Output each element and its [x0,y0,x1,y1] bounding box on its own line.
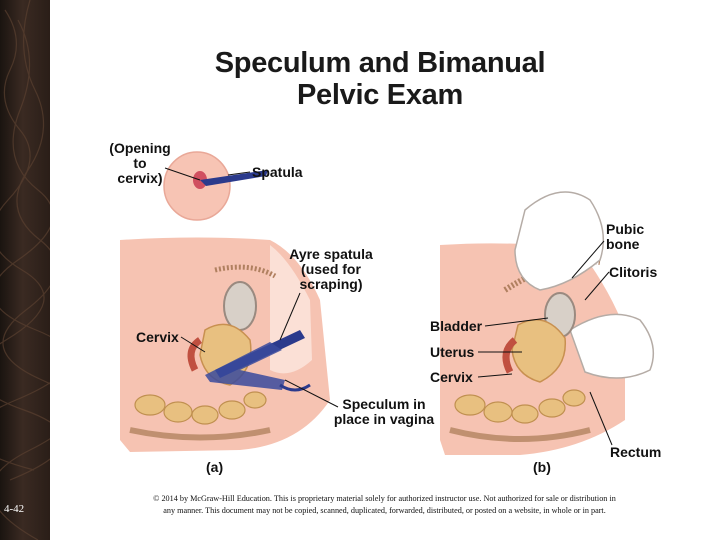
side-bar: 4-42 [0,0,50,540]
label-rectum: Rectum [610,444,662,460]
label-speculum: Speculum in place in vagina [330,397,438,427]
copyright-footer: © 2014 by McGraw-Hill Education. This is… [112,493,657,517]
label-speculum-line-2: place in vagina [333,411,435,427]
title-line-2: Pelvic Exam [297,79,463,111]
examiner-hand-lower-icon [569,313,655,379]
label-ayre-spatula: Ayre spatula (used for scraping) [282,247,380,292]
leader-lines [164,167,613,446]
label-spatula: Spatula [252,164,303,180]
panel-a-diagram [120,237,330,452]
label-uterus: Uterus [430,344,475,360]
label-ayre-line-2: (used for [301,261,361,277]
label-cervix-a: Cervix [136,329,179,345]
label-speculum-line-1: Speculum in [342,396,426,412]
panel-b-diagram [440,191,655,455]
examiner-hand-upper-icon [514,191,605,291]
label-opening-line-2: to [133,155,147,171]
label-opening-line-3: cervix) [117,170,163,186]
slide-number: 4-42 [4,503,25,515]
speculum-icon [205,342,285,390]
footer-line-1: © 2014 by McGraw-Hill Education. This is… [153,494,616,503]
spatula-inset-icon [200,170,268,186]
footer-line-2: any manner. This document may not be cop… [163,506,606,515]
cervix-opening-inset [163,151,268,221]
label-pubic-line-2: bone [606,236,640,252]
label-cervix-b: Cervix [430,369,473,385]
label-ayre-line-1: Ayre spatula [289,246,373,262]
label-clitoris: Clitoris [609,264,658,280]
label-panel-b: (b) [533,459,551,475]
side-bar-texture [0,0,50,540]
label-opening-to-cervix: (Opening to cervix) [104,141,176,186]
label-ayre-line-3: scraping) [299,276,363,292]
label-pubic-line-1: Pubic [606,221,645,237]
label-pubic-bone: Pubic bone [606,222,644,252]
label-opening-line-1: (Opening [109,140,171,156]
label-bladder: Bladder [430,318,483,334]
slide-title: Speculum and Bimanual Pelvic Exam [140,47,620,111]
label-panel-a: (a) [206,459,224,475]
title-line-1: Speculum and Bimanual [214,47,546,79]
